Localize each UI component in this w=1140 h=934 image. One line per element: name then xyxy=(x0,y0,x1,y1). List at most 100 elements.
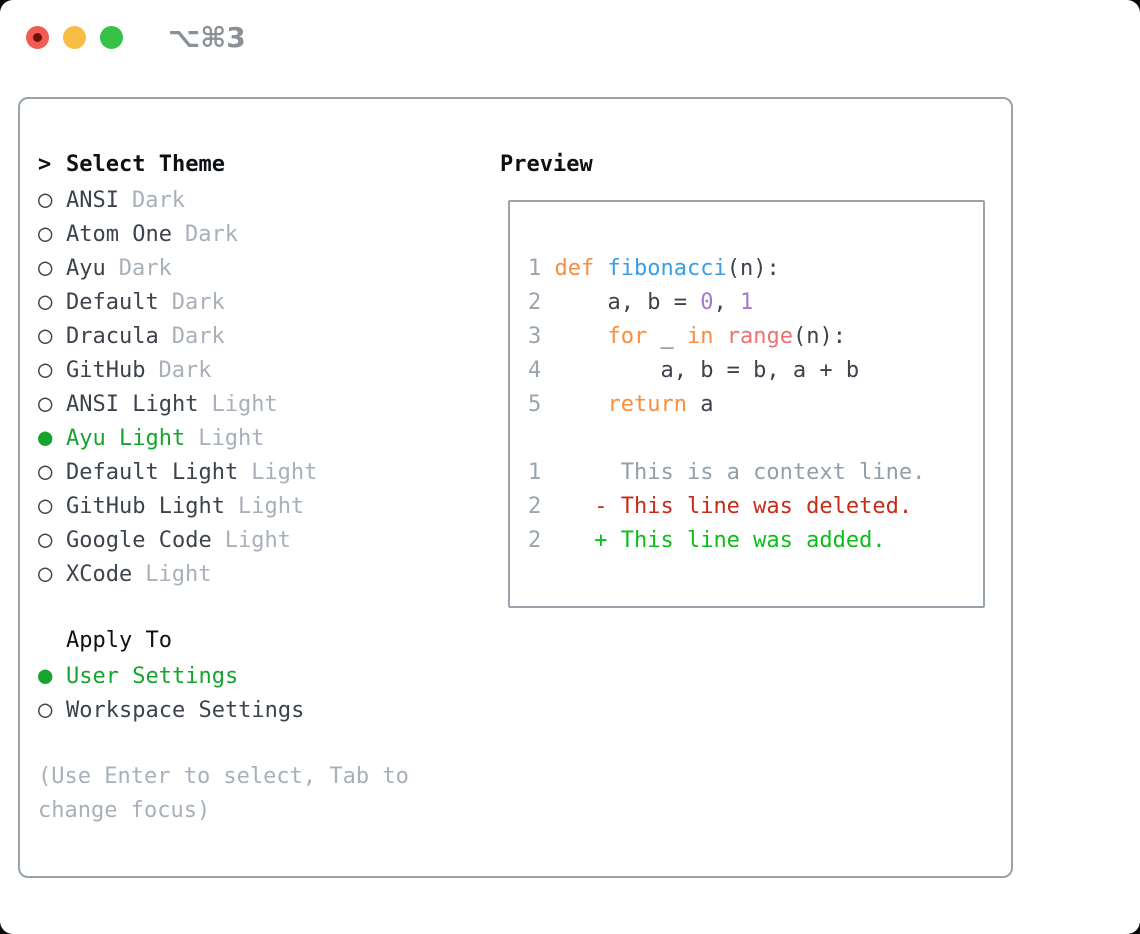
line-number: 2 xyxy=(528,290,542,315)
theme-option-github-light-light[interactable]: ○ GitHub Light Light xyxy=(38,488,409,522)
minimize-button-icon[interactable] xyxy=(63,26,86,49)
radio-unselected-icon: ○ xyxy=(38,185,53,213)
radio-unselected-icon: ○ xyxy=(38,321,53,349)
close-button-icon[interactable] xyxy=(26,26,49,49)
theme-option-variant: Light xyxy=(211,392,278,417)
traffic-lights xyxy=(26,26,123,49)
preview-code-line: 3 for _ in range(n): xyxy=(528,320,983,354)
apply-option-label: User Settings xyxy=(66,664,239,689)
preview-code-line: 5 return a xyxy=(528,388,983,422)
theme-option-label: Ayu Light xyxy=(66,426,186,451)
code-segment xyxy=(713,324,726,349)
code-segment: def xyxy=(554,256,595,281)
preview-code-line: 2 + This line was added. xyxy=(528,524,983,558)
radio-unselected-icon: ○ xyxy=(38,287,53,315)
radio-selected-icon: ● xyxy=(38,423,53,451)
theme-option-xcode-light[interactable]: ○ XCode Light xyxy=(38,556,409,590)
zoom-button-icon[interactable] xyxy=(100,26,123,49)
radio-unselected-icon: ○ xyxy=(38,389,53,417)
select-theme-header-label: Select Theme xyxy=(66,152,225,177)
line-number: 1 xyxy=(528,256,542,281)
code-segment xyxy=(555,324,608,349)
theme-option-variant: Dark xyxy=(171,324,225,349)
select-theme-header: > Select Theme xyxy=(38,148,409,182)
radio-unselected-icon: ○ xyxy=(38,559,53,587)
code-segment: This is a context line. xyxy=(554,460,926,485)
radio-unselected-icon: ○ xyxy=(38,355,53,383)
theme-option-variant: Light xyxy=(251,460,318,485)
code-segment: , xyxy=(713,290,740,315)
theme-option-label: Google Code xyxy=(66,528,212,553)
record-dot-icon xyxy=(33,33,42,42)
radio-unselected-icon: ○ xyxy=(38,457,53,485)
code-segment: + This line was added. xyxy=(554,528,886,553)
line-number: 1 xyxy=(528,460,542,485)
code-segment: return xyxy=(607,392,687,417)
apply-to-header-label: Apply To xyxy=(66,628,172,653)
apply-option-user-settings[interactable]: ● User Settings xyxy=(38,658,409,692)
theme-option-label: Default xyxy=(66,290,159,315)
hint-text-line2: change focus) xyxy=(38,798,211,823)
radio-unselected-icon: ○ xyxy=(38,491,53,519)
code-segment: (n): xyxy=(792,324,846,349)
theme-option-atom-one-dark[interactable]: ○ Atom One Dark xyxy=(38,216,409,250)
code-segment: 0 xyxy=(700,290,714,315)
theme-option-variant: Light xyxy=(198,426,265,451)
radio-unselected-icon: ○ xyxy=(38,219,53,247)
theme-option-variant: Light xyxy=(145,562,212,587)
preview-code-line xyxy=(528,422,983,456)
line-number: 2 xyxy=(528,528,542,553)
code-segment: (n): xyxy=(726,256,780,281)
theme-option-default-dark[interactable]: ○ Default Dark xyxy=(38,284,409,318)
theme-option-default-light-light[interactable]: ○ Default Light Light xyxy=(38,454,409,488)
theme-option-label: Ayu xyxy=(66,256,106,281)
theme-option-label: ANSI Light xyxy=(66,392,199,417)
code-segment: a, b = xyxy=(554,290,701,315)
theme-option-github-dark[interactable]: ○ GitHub Dark xyxy=(38,352,409,386)
theme-option-variant: Dark xyxy=(131,188,185,213)
radio-unselected-icon: ○ xyxy=(38,253,53,281)
preview-code-line: 2 - This line was deleted. xyxy=(528,490,983,524)
theme-option-variant: Dark xyxy=(184,222,238,247)
theme-option-variant: Light xyxy=(237,494,305,519)
code-segment: a xyxy=(686,392,714,417)
theme-option-variant: Dark xyxy=(158,358,212,383)
radio-unselected-icon: ○ xyxy=(38,525,53,553)
theme-option-label: GitHub Light xyxy=(66,494,225,519)
radio-unselected-icon: ○ xyxy=(38,695,53,723)
theme-option-ansi-light-light[interactable]: ○ ANSI Light Light xyxy=(38,386,409,420)
theme-option-ayu-light-light[interactable]: ● Ayu Light Light xyxy=(38,420,409,454)
preview-header: Preview xyxy=(500,152,593,177)
cursor-caret-icon: > xyxy=(38,152,52,177)
preview-code-line: 1 This is a context line. xyxy=(528,456,983,490)
line-number: 5 xyxy=(528,392,542,417)
theme-option-label: GitHub xyxy=(66,358,146,383)
theme-option-label: Dracula xyxy=(66,324,159,349)
theme-option-ansi-dark[interactable]: ○ ANSI Dark xyxy=(38,182,409,216)
theme-option-label: Atom One xyxy=(66,222,172,247)
preview-code-line: 4 a, b = b, a + b xyxy=(528,354,983,388)
theme-option-dracula-dark[interactable]: ○ Dracula Dark xyxy=(38,318,409,352)
theme-option-label: ANSI xyxy=(66,188,119,213)
code-segment: - This line was deleted. xyxy=(554,494,913,519)
keyboard-shortcut-label: ⌥⌘3 xyxy=(168,21,246,54)
code-segment: _ xyxy=(647,324,687,349)
code-segment: a, b = b, a + b xyxy=(554,358,860,383)
apply-to-header: Apply To xyxy=(38,624,409,658)
theme-option-label: XCode xyxy=(66,562,133,587)
code-segment xyxy=(555,392,608,417)
code-segment xyxy=(594,256,607,281)
radio-selected-icon: ● xyxy=(38,661,53,689)
theme-option-variant: Dark xyxy=(171,290,225,315)
line-number: 2 xyxy=(528,494,542,519)
theme-option-label: Default Light xyxy=(66,460,239,485)
apply-option-workspace-settings[interactable]: ○Workspace Settings xyxy=(38,692,409,726)
line-number: 3 xyxy=(528,324,542,349)
